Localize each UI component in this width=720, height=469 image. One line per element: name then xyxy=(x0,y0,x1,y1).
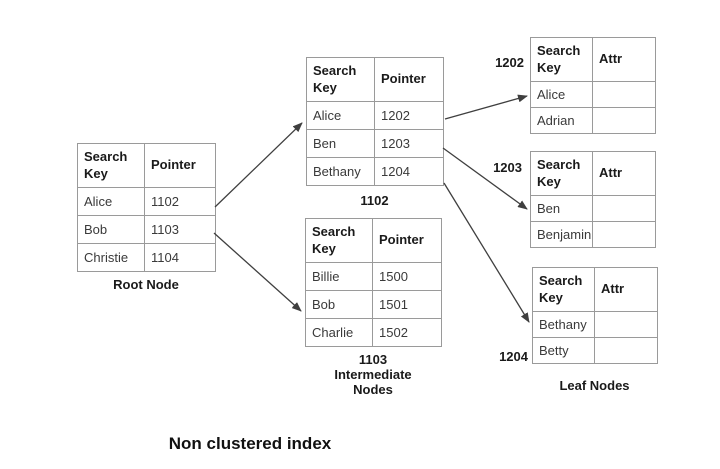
arrow-1102-to-leaf-1202 xyxy=(444,94,528,120)
leaf-node-1204-table: Search Key Attr Bethany Betty xyxy=(532,267,658,364)
data-cell: Bob xyxy=(305,290,373,319)
header-cell: Pointer xyxy=(374,57,444,102)
table-row: Bob 1501 xyxy=(305,290,442,319)
table-row: Betty xyxy=(532,337,658,364)
data-cell: Ben xyxy=(306,129,375,158)
table-row: Benjamin xyxy=(530,221,656,248)
data-cell: Ben xyxy=(530,195,593,222)
table-row: Bethany 1204 xyxy=(306,157,444,186)
table-row: Ben 1203 xyxy=(306,129,444,158)
root-node-caption: Root Node xyxy=(113,277,179,292)
leaf-1202-pointer-label: 1202 xyxy=(495,55,524,70)
data-cell xyxy=(592,221,656,248)
data-cell: Christie xyxy=(77,243,145,272)
table-row: Billie 1500 xyxy=(305,262,442,291)
table-header-row: Search Key Attr xyxy=(530,37,656,82)
data-cell: 1500 xyxy=(372,262,442,291)
table-row: Christie 1104 xyxy=(77,243,216,272)
table-header-row: Search Key Pointer xyxy=(77,143,216,188)
intermediate-node-1102-caption: 1102 xyxy=(360,193,389,208)
table-row: Ben xyxy=(530,195,656,222)
intermediate-node-1103-table: Search Key Pointer Billie 1500 Bob 1501 … xyxy=(305,218,442,347)
header-cell: Attr xyxy=(592,37,656,82)
data-cell xyxy=(592,81,656,108)
data-cell: 1202 xyxy=(374,101,444,130)
table-row: Alice 1102 xyxy=(77,187,216,216)
leaf-node-1203-table: Search Key Attr Ben Benjamin xyxy=(530,151,656,248)
header-cell: Attr xyxy=(592,151,656,196)
data-cell: 1103 xyxy=(144,215,216,244)
data-cell: Alice xyxy=(306,101,375,130)
header-cell: Pointer xyxy=(372,218,442,263)
header-cell: Search Key xyxy=(77,143,145,188)
intermediate-node-1103-caption: 1103 xyxy=(358,352,388,367)
table-row: Charlie 1502 xyxy=(305,318,442,347)
data-cell: 1102 xyxy=(144,187,216,216)
data-cell: Alice xyxy=(77,187,145,216)
data-cell: Billie xyxy=(305,262,373,291)
data-cell: Adrian xyxy=(530,107,593,134)
arrow-1102-to-leaf-1203 xyxy=(442,147,528,210)
table-row: Bob 1103 xyxy=(77,215,216,244)
arrow-root-to-1102 xyxy=(214,122,303,208)
data-cell: Bethany xyxy=(532,311,595,338)
header-cell: Search Key xyxy=(306,57,375,102)
data-cell: 1204 xyxy=(374,157,444,186)
data-cell: 1502 xyxy=(372,318,442,347)
table-header-row: Search Key Attr xyxy=(532,267,658,312)
header-cell: Search Key xyxy=(530,37,593,82)
data-cell xyxy=(594,337,658,364)
arrow-root-to-1103 xyxy=(213,232,302,312)
diagram-title: Non clustered index xyxy=(168,434,332,453)
arrow-1102-to-leaf-1204 xyxy=(443,182,530,323)
intermediate-nodes-group-caption: Intermediate Nodes xyxy=(334,367,412,397)
header-cell: Attr xyxy=(594,267,658,312)
table-row: Alice xyxy=(530,81,656,108)
header-cell: Search Key xyxy=(305,218,373,263)
data-cell: 1104 xyxy=(144,243,216,272)
leaf-node-1202-table: Search Key Attr Alice Adrian xyxy=(530,37,656,134)
leaf-1204-pointer-label: 1204 xyxy=(499,349,528,364)
data-cell: 1203 xyxy=(374,129,444,158)
data-cell: Bethany xyxy=(306,157,375,186)
data-cell xyxy=(594,311,658,338)
leaf-1203-pointer-label: 1203 xyxy=(493,160,522,175)
data-cell xyxy=(592,107,656,134)
table-header-row: Search Key Pointer xyxy=(305,218,442,263)
data-cell xyxy=(592,195,656,222)
data-cell: Bob xyxy=(77,215,145,244)
data-cell: Alice xyxy=(530,81,593,108)
header-cell: Pointer xyxy=(144,143,216,188)
table-header-row: Search Key Pointer xyxy=(306,57,444,102)
table-row: Adrian xyxy=(530,107,656,134)
header-cell: Search Key xyxy=(532,267,595,312)
table-header-row: Search Key Attr xyxy=(530,151,656,196)
data-cell: 1501 xyxy=(372,290,442,319)
table-row: Bethany xyxy=(532,311,658,338)
data-cell: Benjamin xyxy=(530,221,593,248)
intermediate-node-1102-table: Search Key Pointer Alice 1202 Ben 1203 B… xyxy=(306,57,444,186)
data-cell: Charlie xyxy=(305,318,373,347)
table-row: Alice 1202 xyxy=(306,101,444,130)
root-node-table: Search Key Pointer Alice 1102 Bob 1103 C… xyxy=(77,143,216,272)
leaf-nodes-group-caption: Leaf Nodes xyxy=(559,378,630,393)
header-cell: Search Key xyxy=(530,151,593,196)
data-cell: Betty xyxy=(532,337,595,364)
